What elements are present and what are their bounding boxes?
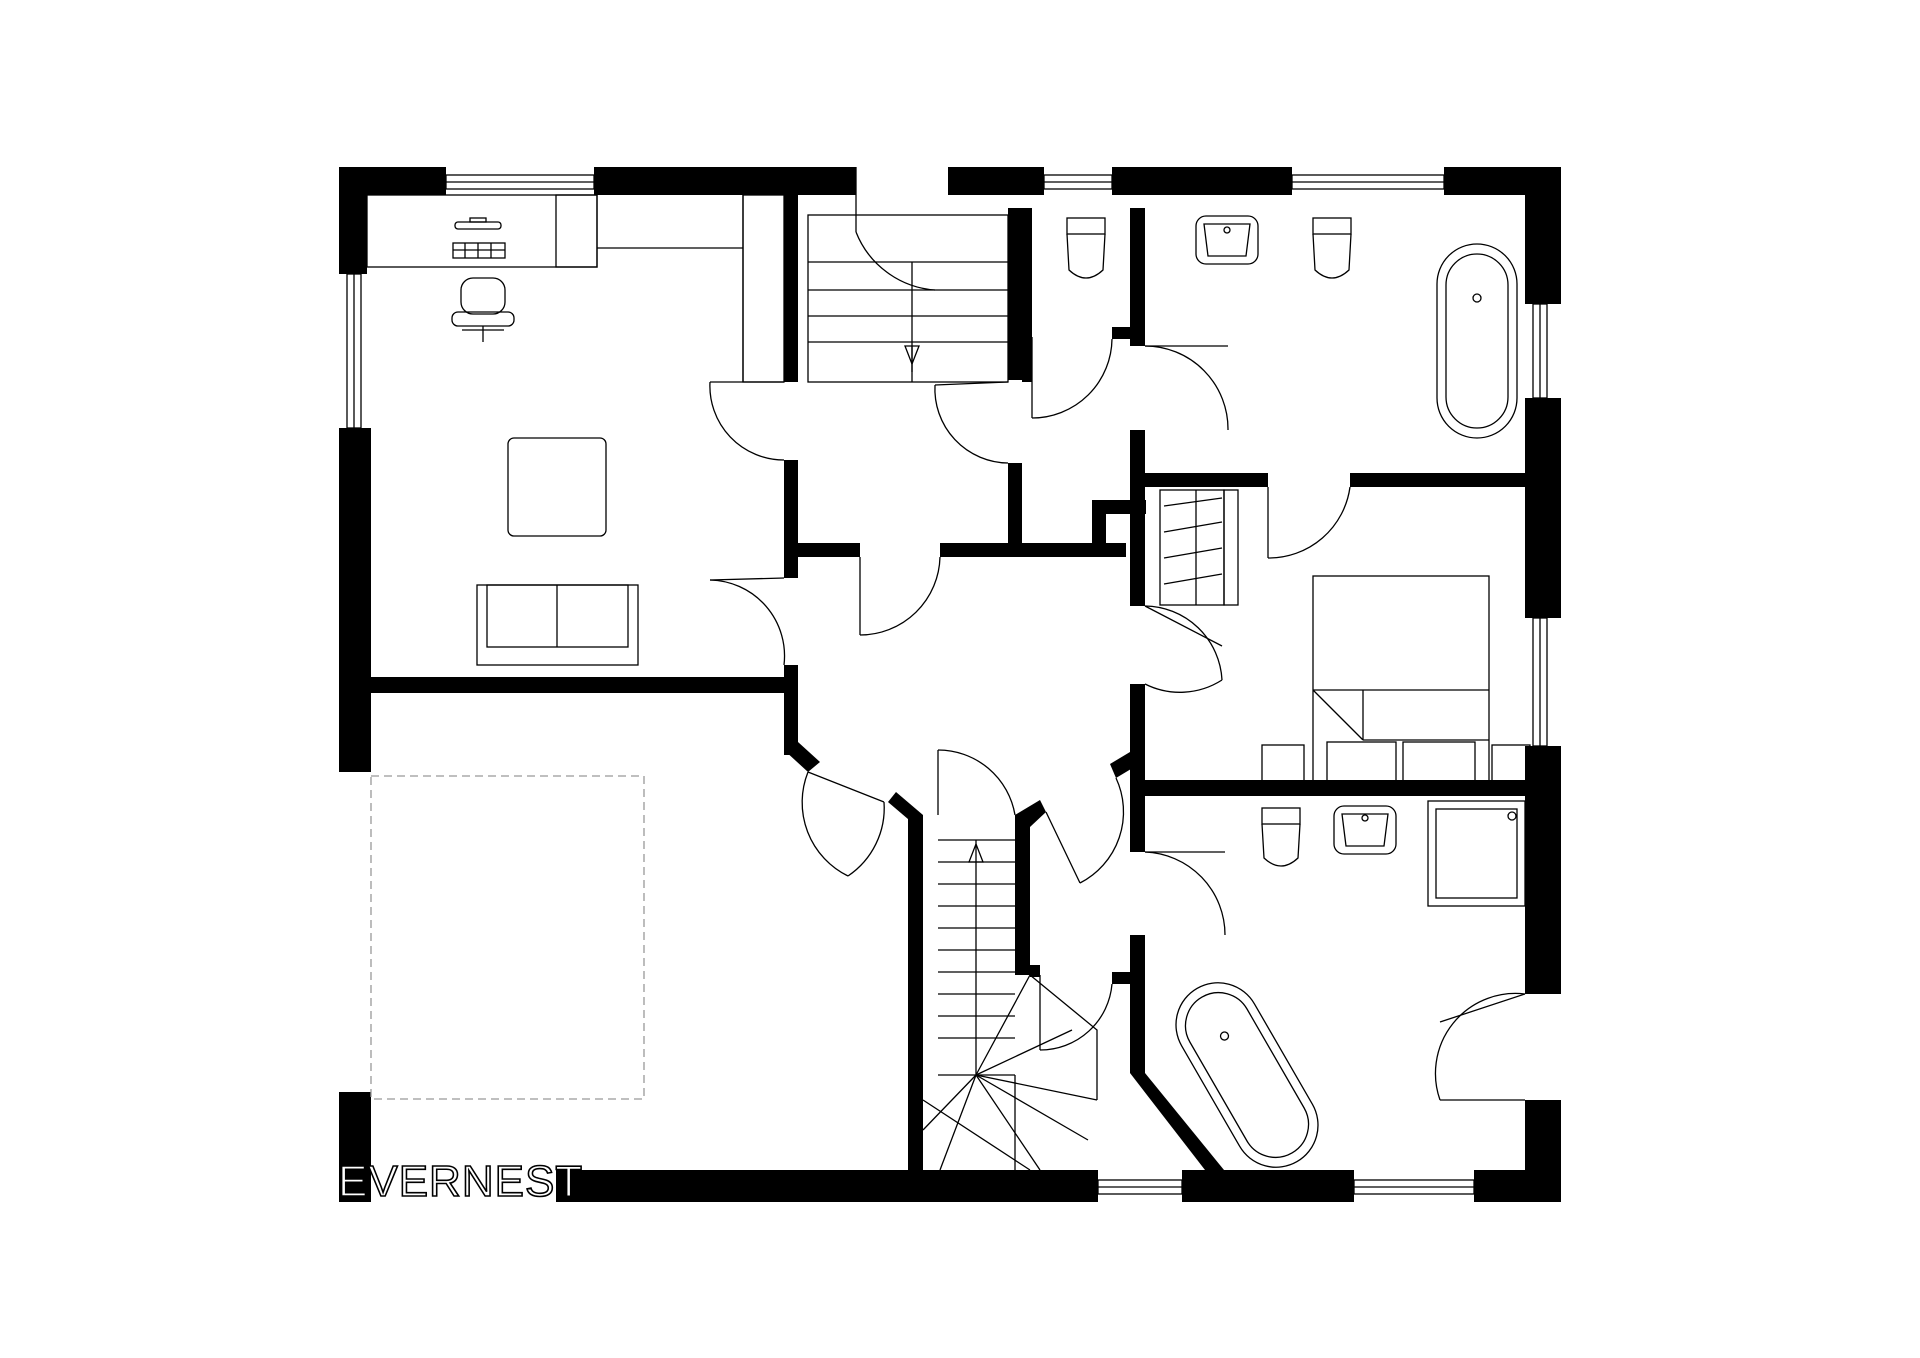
bed [1312,575,1490,786]
office-chair-icon [451,277,515,342]
washbasin-icon-bath2 [1333,805,1397,855]
toilet-icon-bath [1312,217,1352,279]
freestanding-bathtub-icon [1175,982,1319,1168]
washbasin-icon-bath [1195,215,1259,265]
window-bottom-stair [1097,1179,1183,1195]
interior-walls [371,195,1525,1170]
desk [366,194,785,383]
window-top-bath [1291,174,1445,190]
window-left-office [346,273,362,429]
void-area [370,775,645,1100]
wardrobe [1159,489,1239,606]
window-right-bedroom [1532,617,1548,747]
nightstand-left [1261,744,1305,786]
stair-lower [922,839,1098,1171]
window-top-wc [1043,174,1113,190]
shower-icon [1427,800,1526,907]
exterior-walls [339,167,1561,1202]
computer-monitor-icon [454,217,502,230]
bathtub-icon [1436,243,1518,439]
window-right-bath [1532,303,1548,399]
ottoman-table [507,437,607,537]
stair-upper [807,214,1009,383]
sofa [476,584,639,666]
keyboard-icon [452,242,506,259]
window-top-office [445,174,595,190]
brand-logo: EVERNEST [337,1157,584,1206]
toilet-icon-bath2 [1261,807,1301,867]
nightstand-right [1491,744,1531,786]
toilet-icon-wc [1066,217,1106,279]
doors [709,167,1526,1101]
window-bottom-bath [1353,1179,1475,1195]
windows [346,174,1548,1195]
